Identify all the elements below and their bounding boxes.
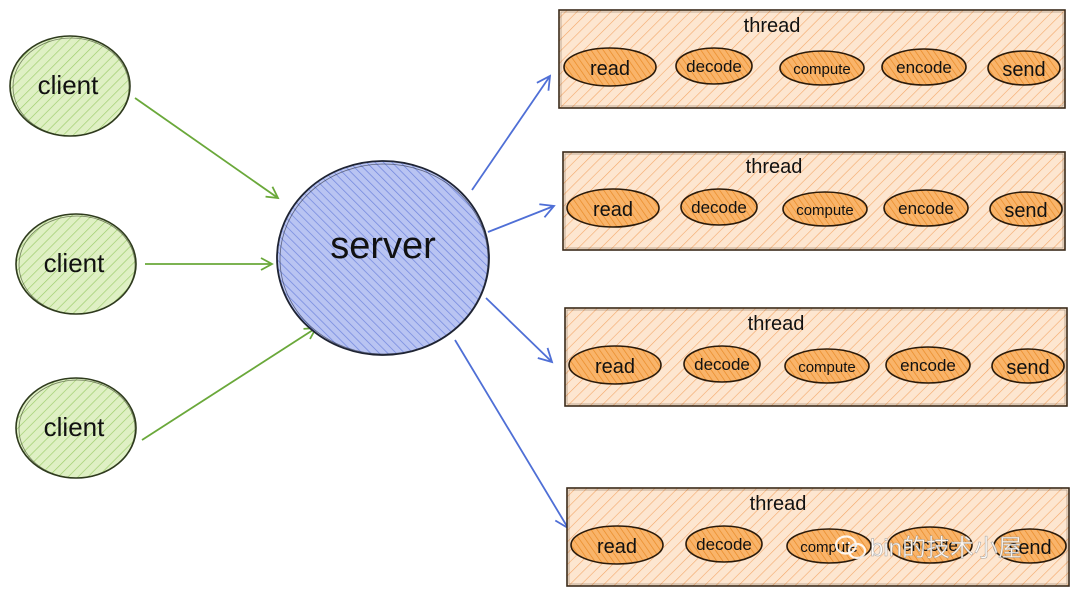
step-read: read (568, 345, 662, 385)
client-1-arrow (134, 97, 280, 200)
step-label: compute (798, 359, 856, 376)
thread-box: thread read decode compute encode send (558, 9, 1066, 109)
step-label: read (593, 199, 633, 221)
step-label: decode (694, 355, 750, 374)
step-send: send (991, 348, 1065, 384)
client-node: client (9, 35, 131, 137)
thread-title: thread (744, 15, 801, 37)
step-encode: encode (881, 48, 967, 86)
step-send: send (987, 50, 1061, 86)
step-label: send (1008, 537, 1051, 559)
step-read: read (570, 525, 664, 565)
thread-title: thread (750, 493, 807, 515)
thread-title: thread (746, 156, 803, 178)
server-label: server (330, 225, 436, 267)
step-encode: encode (887, 526, 973, 564)
step-label: send (1002, 59, 1045, 81)
server-node: server (276, 160, 490, 356)
watermark: bin的技术小屋 (834, 535, 1022, 562)
step-label: decode (696, 535, 752, 554)
watermark-text: bin的技术小屋 (870, 535, 1022, 562)
thread-box: thread read decode compute encode send (564, 307, 1068, 407)
client-arrows (134, 97, 318, 441)
step-compute: compute (779, 50, 865, 86)
thread-2-arrow (487, 203, 556, 233)
step-label: decode (686, 57, 742, 76)
step-label: send (1006, 357, 1049, 379)
step-read: read (566, 188, 660, 228)
server-arrows (454, 74, 569, 530)
thread-title: thread (748, 313, 805, 335)
step-label: decode (691, 198, 747, 217)
step-encode: encode (885, 346, 971, 384)
thread-3-arrow (485, 297, 554, 364)
client-node: client (15, 213, 137, 315)
client-label: client (38, 70, 99, 100)
step-label: read (597, 536, 637, 558)
step-send: send (989, 191, 1063, 227)
wechat-icon (834, 535, 867, 560)
thread-4-arrow (454, 339, 569, 530)
step-label: compute (796, 202, 854, 219)
step-compute: compute (784, 348, 870, 384)
step-encode: encode (883, 189, 969, 227)
step-compute: compute (782, 191, 868, 227)
client-label: client (44, 412, 105, 442)
thread-box: thread read decode compute encode send (562, 151, 1066, 251)
thread-1-arrow (471, 74, 552, 191)
step-label: encode (902, 536, 958, 555)
client-node: client (15, 377, 137, 479)
step-decode: decode (680, 188, 758, 226)
step-decode: decode (685, 525, 763, 563)
step-label: read (590, 58, 630, 80)
step-label: encode (900, 356, 956, 375)
client-label: client (44, 248, 105, 278)
step-decode: decode (675, 47, 753, 85)
step-label: read (595, 356, 635, 378)
client-3-arrow (141, 326, 318, 441)
step-read: read (563, 47, 657, 87)
step-decode: decode (683, 345, 761, 383)
step-label: encode (898, 199, 954, 218)
step-label: encode (896, 58, 952, 77)
step-send: send (993, 528, 1067, 564)
step-label: send (1004, 200, 1047, 222)
step-label: compute (793, 61, 851, 78)
